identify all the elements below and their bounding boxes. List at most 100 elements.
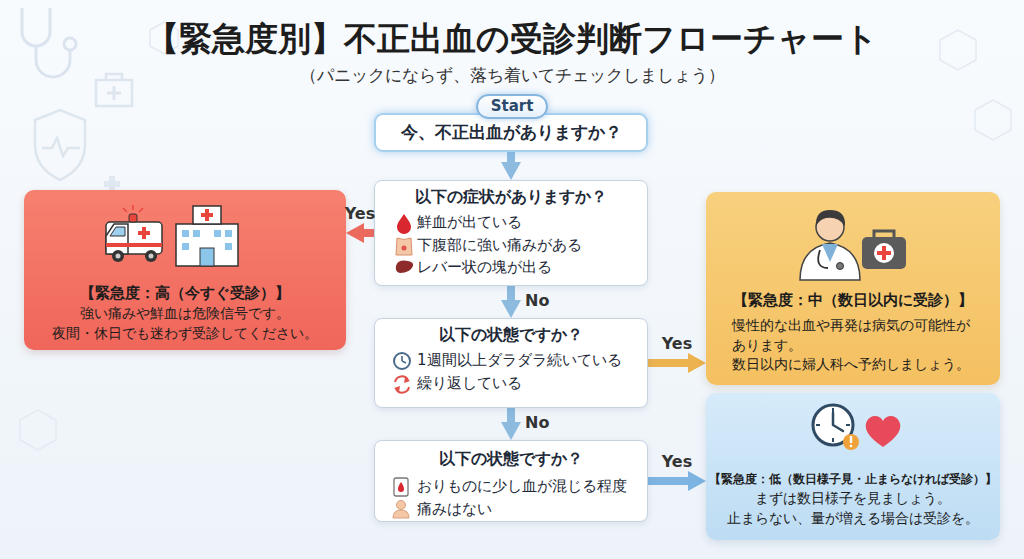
hospital-window <box>225 243 232 250</box>
hospital-window <box>193 230 200 237</box>
clock-ticks <box>816 408 850 442</box>
start-label: Start <box>478 96 546 117</box>
cycle-icon <box>404 377 410 383</box>
hexagon-decor <box>20 410 56 450</box>
ambulance-wheel <box>149 254 154 259</box>
abdomen-pain-mark <box>402 246 407 251</box>
liver-icon <box>396 261 413 273</box>
hospital-window <box>182 243 189 250</box>
clock-icon-hands <box>402 356 406 363</box>
person-icon <box>393 510 409 518</box>
question-item: 1週間以上ダラダラ続いている <box>417 350 647 370</box>
hexagon-decor <box>940 30 976 70</box>
question-heading: 今、不正出血がありますか？ <box>376 122 646 142</box>
document-icon <box>394 478 408 496</box>
ambulance-wheel <box>116 254 121 259</box>
arrow-label: Yes <box>662 452 693 472</box>
hospital-building <box>176 224 238 266</box>
warning-mark <box>850 445 853 448</box>
cycle-icon <box>395 376 408 382</box>
arrow-label: Yes <box>662 334 693 354</box>
ambulance-stripe <box>106 243 162 247</box>
hospital-tower <box>193 206 221 224</box>
arrow-label: No <box>525 413 549 433</box>
urgency-heading: 【緊急度：中（数日以内に受診）】 <box>706 290 1000 310</box>
flow-arrow <box>362 229 374 237</box>
doctor-stethoscope <box>818 250 828 268</box>
heart-icon <box>866 416 901 447</box>
decision-box: 以下の状態ですか？ 1週間以上ダラダラ続いている繰り返している <box>374 318 648 408</box>
stethoscope-decor <box>22 8 50 46</box>
arrow-label: No <box>525 291 549 311</box>
ambulance-cross <box>138 231 150 235</box>
question-item: 痛みはない <box>417 499 647 519</box>
urgency-body: 慢性的な出血や再発は病気の可能性が あります。 数日以内に婦人科へ予約しましょう… <box>732 316 987 375</box>
ambulance-wheel <box>145 250 157 262</box>
urgency-heading: 【緊急度：高（今すぐ受診）】 <box>24 283 346 303</box>
ambulance-cab <box>106 224 128 254</box>
bag-decor <box>107 86 121 100</box>
stethoscope-decor <box>36 46 70 77</box>
siren-flash <box>123 205 143 212</box>
question-item: レバー状の塊が出る <box>417 257 647 277</box>
blood-drop-icon <box>397 214 411 234</box>
hospital-cross <box>205 209 209 221</box>
warning-badge <box>843 434 859 450</box>
warning-mark <box>850 436 852 443</box>
question-item: 繰り返している <box>417 373 647 393</box>
question-heading: 以下の状態ですか？ <box>375 449 647 469</box>
person-icon <box>397 501 406 510</box>
flow-arrow <box>648 359 690 367</box>
ambulance-cross <box>142 227 146 239</box>
chart-caption: （パニックにならず、落ち着いてチェックしましょう） <box>0 64 1024 86</box>
ambulance-siren <box>129 214 137 222</box>
ambulance-window <box>110 227 125 236</box>
urgency-low-box: 【緊急度：低（数日様子見・止まらなければ受診）】まずは数日様子を見ましょう。 止… <box>706 393 1000 540</box>
question-heading: 以下の症状がありますか？ <box>375 187 647 207</box>
decision-box: 以下の症状がありますか？ 鮮血が出ている下腹部に強い痛みがあるレバー状の塊が出る <box>374 180 648 286</box>
bag-cross <box>877 251 891 255</box>
hospital-window <box>182 230 189 237</box>
hospital-window <box>225 230 232 237</box>
stethoscope-decor <box>64 38 76 50</box>
chart-title: 【緊急度別】不正出血の受診判断フローチャート <box>0 17 1024 61</box>
hexagon-decor <box>975 100 1011 140</box>
hospital-door <box>200 248 214 266</box>
hospital-cross <box>201 213 213 217</box>
urgency-heading: 【緊急度：低（数日様子見・止まらなければ受診）】 <box>706 469 1000 489</box>
ambulance-body <box>106 222 162 254</box>
heartbeat-decor <box>42 138 80 156</box>
doctor-hair <box>816 210 845 226</box>
urgency-body: 強い痛みや鮮血は危険信号です。 夜間・休日でも迷わず受診してください。 <box>34 303 336 343</box>
hospital-window <box>214 230 221 237</box>
shield-decor <box>35 110 85 180</box>
question-item: 下腹部に強い痛みがある <box>417 235 647 255</box>
medical-bag <box>862 237 906 269</box>
clock-icon <box>394 353 410 369</box>
urgency-mid-box: 【緊急度：中（数日以内に受診）】慢性的な出血や再発は病気の可能性が あります。 … <box>706 192 1000 385</box>
question-item: おりものに少し血が混じる程度 <box>417 476 647 496</box>
bag-cross <box>882 246 886 260</box>
cycle-icon <box>394 386 400 392</box>
flow-arrow <box>507 408 515 424</box>
urgency-high-box: 【緊急度：高（今すぐ受診）】強い痛みや鮮血は危険信号です。 夜間・休日でも迷わず… <box>24 190 346 350</box>
doctor-coat <box>800 243 860 280</box>
abdomen-icon <box>396 238 412 255</box>
question-heading: 以下の状態ですか？ <box>375 325 647 345</box>
flow-arrow <box>507 286 515 302</box>
flow-arrow <box>648 477 690 485</box>
start-pill: Start <box>476 94 548 119</box>
bag-handle <box>874 231 894 238</box>
arrow-label: Yes <box>345 204 376 224</box>
question-item: 鮮血が出ている <box>417 212 647 232</box>
ambulance-wheel <box>112 250 124 262</box>
clock-face <box>813 405 853 445</box>
bag-decor <box>96 74 132 106</box>
decision-box: 以下の状態ですか？ おりものに少し血が混じる程度痛みはない <box>374 440 648 522</box>
doctor-head <box>816 213 844 241</box>
document-drop <box>398 482 404 492</box>
cycle-icon <box>396 387 409 393</box>
clock-hands <box>833 413 843 431</box>
urgency-body: まずは数日様子を見ましょう。 止まらない、量が増える場合は受診を。 <box>723 488 983 528</box>
